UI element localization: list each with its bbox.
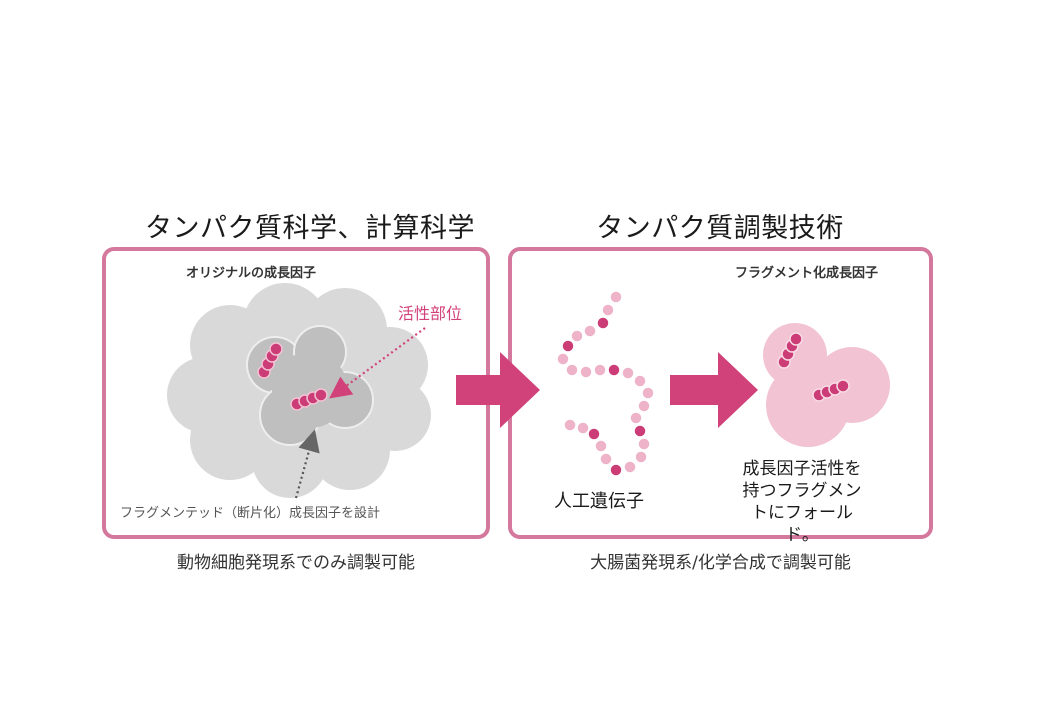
active-site-pointer	[329, 327, 426, 399]
artificial-gene-label: 人工遺伝子	[554, 491, 644, 512]
active-site-label: 活性部位	[398, 304, 463, 323]
active-site-chain-1	[257, 342, 283, 379]
fold-label: 成長因子活性を持つフラグメントにフォールド。	[742, 459, 862, 545]
big-arrow-2	[670, 352, 758, 428]
big-arrow-1	[456, 352, 540, 428]
right-heading: タンパク質調製技術	[596, 213, 844, 244]
original-panel-title: オリジナルの成長因子	[186, 266, 317, 281]
fragment-panel-title: フラグメント化成長因子	[735, 266, 879, 281]
folded-fragment	[763, 323, 890, 447]
design-label: フラグメンテッド（断片化）成長因子を設計	[120, 506, 381, 521]
right-caption: 大腸菌発現系/化学合成で調製可能	[590, 553, 851, 573]
artificial-gene-chain	[556, 290, 655, 477]
design-pointer	[294, 429, 320, 499]
left-caption: 動物細胞発現系でのみ調製可能	[177, 553, 415, 573]
folded-active-site-2	[812, 379, 850, 402]
left-heading: タンパク質科学、計算科学	[145, 213, 475, 244]
folded-active-site-1	[777, 332, 803, 369]
active-site-chain-2	[290, 388, 328, 411]
